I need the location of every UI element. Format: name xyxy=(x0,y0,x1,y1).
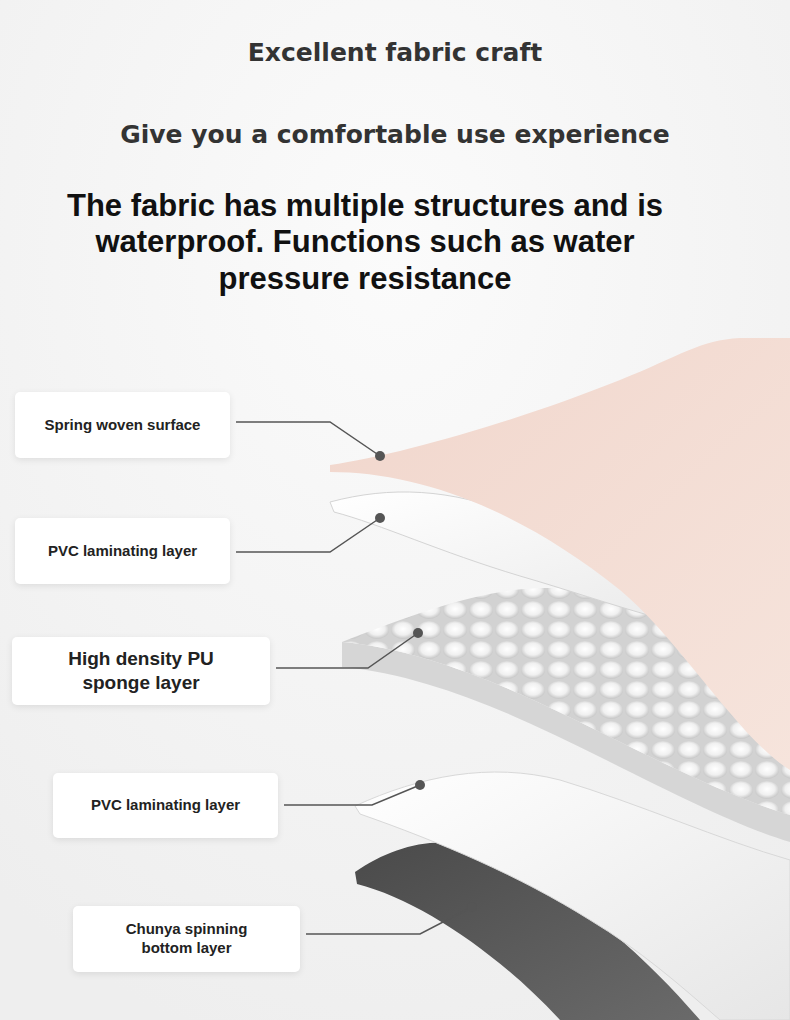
layer-name: Spring woven surface xyxy=(45,416,201,435)
layer-label-box: PVC laminating layer xyxy=(15,518,230,584)
layer-name: PVC laminating layer xyxy=(48,542,197,561)
layer-label-box: Chunya spinning bottom layer xyxy=(73,906,300,972)
layer-name: High density PU sponge layer xyxy=(54,647,229,695)
leader-dots xyxy=(375,451,477,912)
layer-label-box: High density PU sponge layer xyxy=(12,637,270,705)
subtitle: Give you a comfortable use experience xyxy=(45,120,745,150)
headline: The fabric has multiple structures and i… xyxy=(30,188,700,297)
layer-name: PVC laminating layer xyxy=(91,796,240,815)
layer-name: Chunya spinning bottom layer xyxy=(112,920,262,958)
leader-lines xyxy=(236,422,472,934)
layer-label-box: Spring woven surface xyxy=(15,392,230,458)
layer-label-box: PVC laminating layer xyxy=(53,773,278,838)
page-title: Excellent fabric craft xyxy=(95,38,695,67)
woven-surface-layer xyxy=(330,338,790,770)
